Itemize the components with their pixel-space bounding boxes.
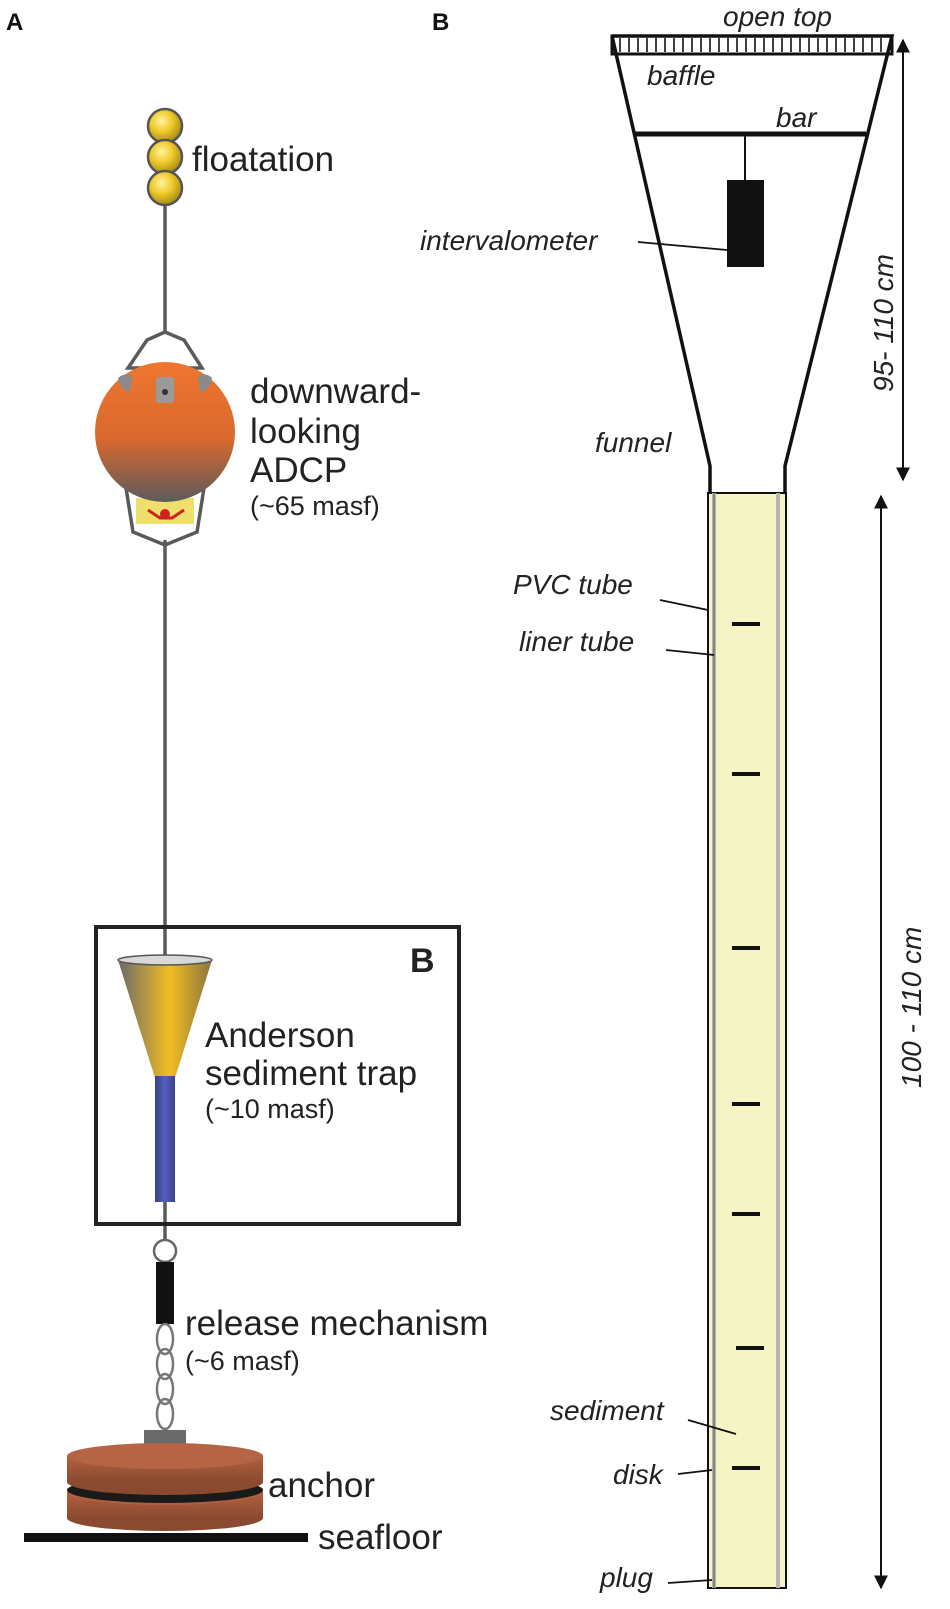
anchor-label: anchor — [268, 1466, 375, 1505]
disk-markers — [732, 622, 764, 1470]
release-mechanism — [144, 1238, 186, 1444]
open-top-label: open top — [723, 1, 832, 32]
intervalometer — [637, 134, 764, 267]
dimension-upper-label: 95- 110 cm — [868, 254, 899, 392]
adcp-label-line2: looking — [250, 412, 361, 451]
sediment-trap-mini — [117, 954, 213, 1202]
disk-label: disk — [613, 1459, 665, 1490]
anchor — [67, 1443, 263, 1531]
bar-label: bar — [776, 102, 818, 133]
panel-b-letter: B — [432, 9, 449, 36]
open-top-hatching — [619, 38, 882, 52]
adcp-instrument — [95, 330, 235, 547]
trap-label-line2: sediment trap — [205, 1054, 417, 1093]
release-depth: (~6 masf) — [185, 1346, 300, 1376]
leader-lines — [659, 599, 737, 1584]
dimension-lower-label: 100 - 110 cm — [896, 927, 927, 1088]
trap-label-line1: Anderson — [205, 1016, 355, 1055]
inset-b-letter: B — [410, 942, 435, 980]
inset-b-box — [94, 925, 461, 1226]
floatation-buoys — [146, 107, 184, 207]
intervalometer-label: intervalometer — [420, 225, 599, 256]
funnel-label: funnel — [595, 427, 672, 458]
panel-a-letter: A — [6, 9, 23, 36]
floatation-label: floatation — [192, 140, 334, 179]
liner-tube-label: liner tube — [519, 626, 634, 657]
sediment-label: sediment — [550, 1395, 665, 1426]
pvc-tube-label: PVC tube — [513, 569, 633, 600]
adcp-label-line1: downward- — [250, 372, 421, 411]
plug-label: plug — [599, 1562, 653, 1593]
baffle-label: baffle — [647, 60, 716, 91]
seafloor-label: seafloor — [318, 1518, 443, 1557]
trap-depth: (~10 masf) — [205, 1094, 335, 1124]
release-label: release mechanism — [185, 1304, 488, 1343]
seafloor-line — [24, 1533, 308, 1542]
adcp-label-line3: ADCP — [250, 451, 347, 490]
adcp-depth: (~65 masf) — [250, 491, 380, 521]
funnel — [610, 34, 895, 493]
pvc-tube — [707, 492, 787, 1589]
